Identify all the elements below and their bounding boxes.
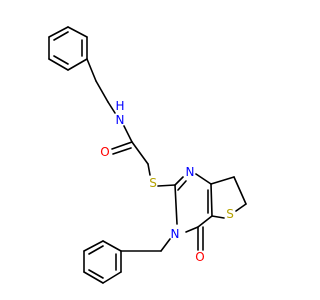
thioether-s-atom: S — [149, 176, 157, 190]
ring-n-upper-atom: N — [186, 165, 195, 179]
lower-ethyl-linker — [120, 238, 171, 252]
thioether-link — [157, 184, 176, 187]
amide-h-atom: H — [115, 99, 124, 113]
amide-nh-label: N H — [115, 99, 124, 127]
amide-n-atom: N — [116, 113, 125, 127]
ring-n-lower-atom: N — [171, 227, 180, 241]
lower-phenyl-ring — [83, 240, 122, 284]
amide-group — [111, 125, 151, 176]
atom-labels: N H O S N N S O — [100, 99, 234, 264]
pyrimidinone-ring — [174, 173, 213, 233]
ring-carbonyl — [197, 226, 204, 251]
upper-ethyl-linker — [86, 58, 116, 114]
upper-phenyl-ring — [48, 26, 88, 71]
molecule-structure-diagram: N H O S N N S O — [48, 26, 247, 284]
ring-carbonyl-o-atom: O — [195, 250, 204, 264]
dihydrothiophene-ring — [210, 176, 247, 219]
ring-s-atom: S — [226, 207, 234, 221]
amide-o-atom: O — [100, 145, 109, 159]
